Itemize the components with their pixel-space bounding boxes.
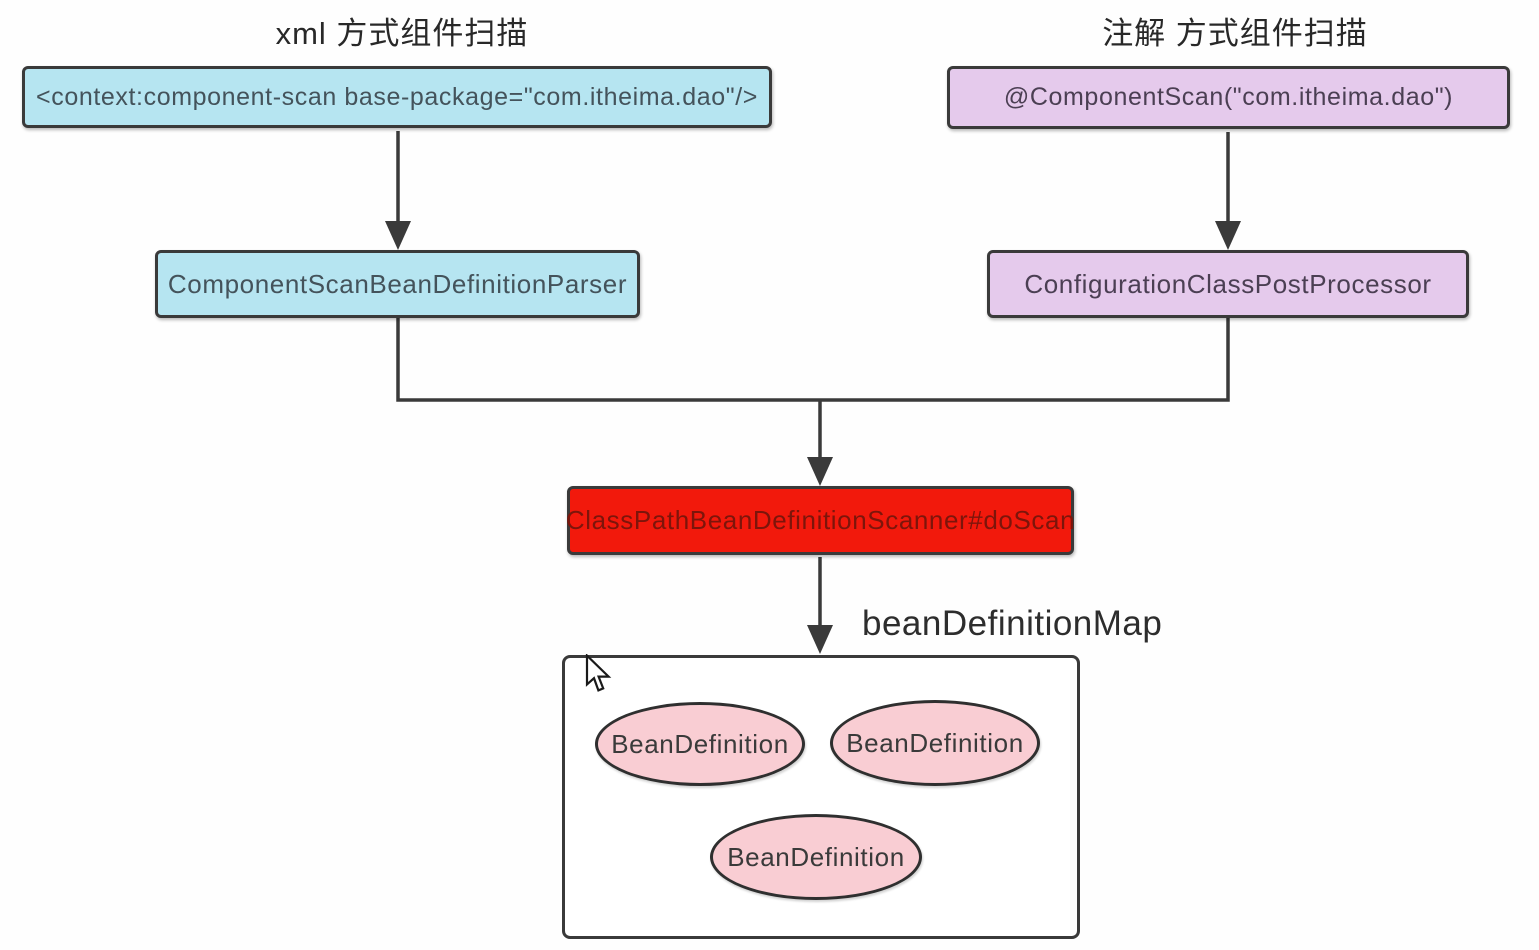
annotation-scan-title: 注解 方式组件扫描	[1102, 16, 1368, 51]
arrowhead-map	[807, 625, 833, 654]
arrowhead-xml	[385, 221, 411, 250]
bean-definition-label: BeanDefinition	[611, 728, 789, 759]
annotation-component-scan-node: @ComponentScan("com.itheima.dao")	[947, 66, 1510, 129]
mouse-cursor-icon	[585, 654, 612, 692]
class-path-bean-definition-scanner-node: ClassPathBeanDefinitionScanner#doScan	[565, 486, 1076, 555]
class-path-bean-definition-scanner-label: ClassPathBeanDefinitionScanner#doScan	[565, 505, 1076, 535]
configuration-class-post-processor-node: ConfigurationClassPostProcessor	[987, 250, 1469, 318]
configuration-class-post-processor-label: ConfigurationClassPostProcessor	[1024, 268, 1432, 299]
xml-component-scan-label: <context:component-scan base-package="co…	[36, 82, 758, 111]
annotation-component-scan-label: @ComponentScan("com.itheima.dao")	[1003, 83, 1454, 111]
bean-definition-ellipse: BeanDefinition	[830, 700, 1040, 786]
component-scan-bean-definition-parser-label: ComponentScanBeanDefinitionParser	[167, 268, 628, 299]
xml-component-scan-node: <context:component-scan base-package="co…	[22, 66, 772, 128]
bean-definition-ellipse: BeanDefinition	[710, 814, 922, 900]
bean-definition-label: BeanDefinition	[846, 727, 1024, 758]
bean-definition-label: BeanDefinition	[727, 841, 905, 872]
xml-scan-title: xml 方式组件扫描	[275, 16, 529, 51]
arrowhead-merge	[807, 457, 833, 486]
bean-definition-ellipse: BeanDefinition	[595, 702, 805, 786]
merge-connector	[396, 318, 1230, 402]
component-scan-bean-definition-parser-node: ComponentScanBeanDefinitionParser	[155, 250, 640, 318]
arrowhead-annotation	[1215, 221, 1241, 250]
bean-definition-map-title: beanDefinitionMap	[862, 604, 1163, 643]
